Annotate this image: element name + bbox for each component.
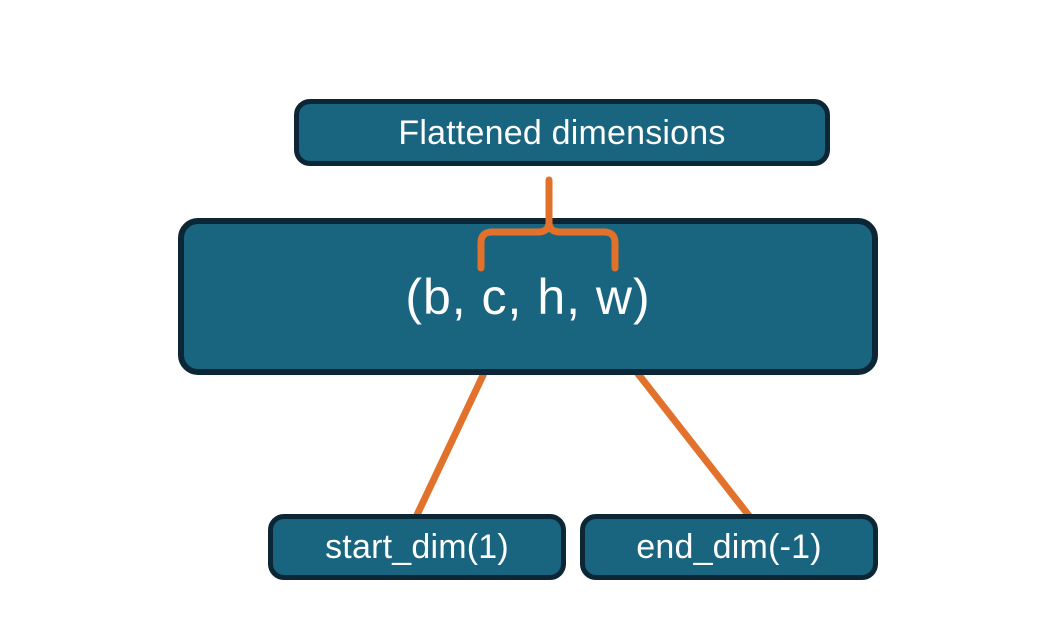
node-end-dim-label: end_dim(-1) [636,528,822,566]
node-shape-tuple-label: (b, c, h, w) [405,268,651,325]
node-start-dim[interactable]: start_dim(1) [268,514,566,580]
node-start-dim-label: start_dim(1) [325,528,509,566]
node-flattened-dimensions[interactable]: Flattened dimensions [294,99,830,166]
node-flattened-dimensions-label: Flattened dimensions [398,113,726,152]
node-shape-tuple[interactable]: (b, c, h, w) [178,218,878,375]
node-end-dim[interactable]: end_dim(-1) [580,514,878,580]
